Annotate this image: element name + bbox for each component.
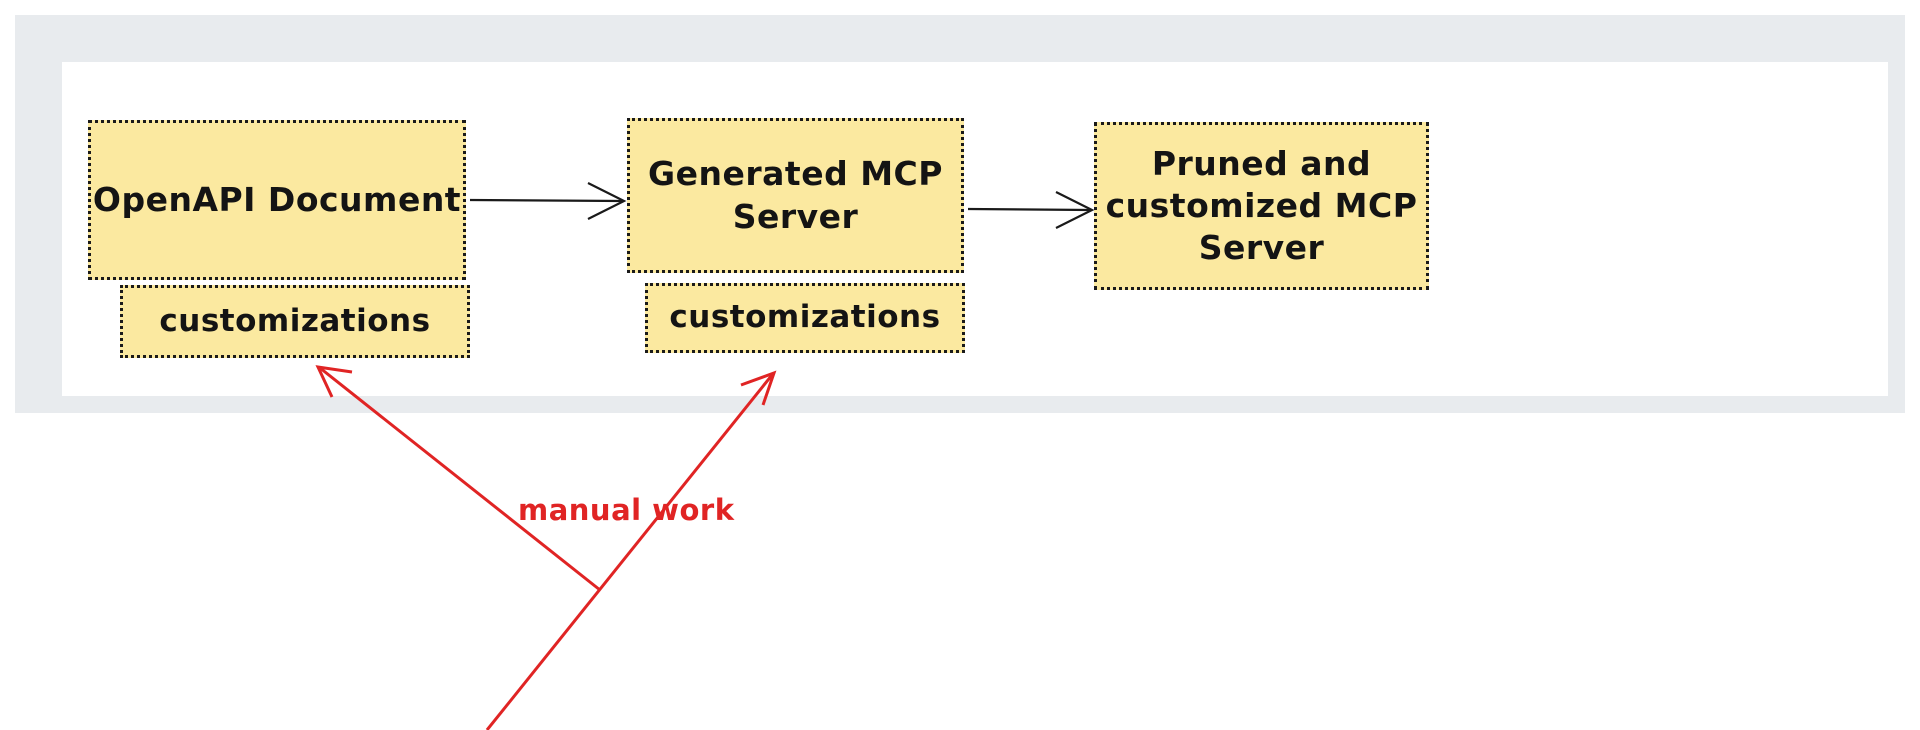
- annotation-arrow-right-icon: [485, 370, 777, 730]
- node-openapi-document[interactable]: OpenAPI Document: [88, 120, 466, 280]
- node-customizations-generated[interactable]: customizations: [645, 283, 965, 353]
- node-customizations-openapi[interactable]: customizations: [120, 285, 470, 358]
- node-pruned-customized-mcp-server[interactable]: Pruned and customized MCP Server: [1094, 122, 1429, 290]
- node-generated-mcp-server[interactable]: Generated MCP Server: [627, 118, 964, 273]
- annotation-label-manual-work: manual work: [518, 493, 735, 527]
